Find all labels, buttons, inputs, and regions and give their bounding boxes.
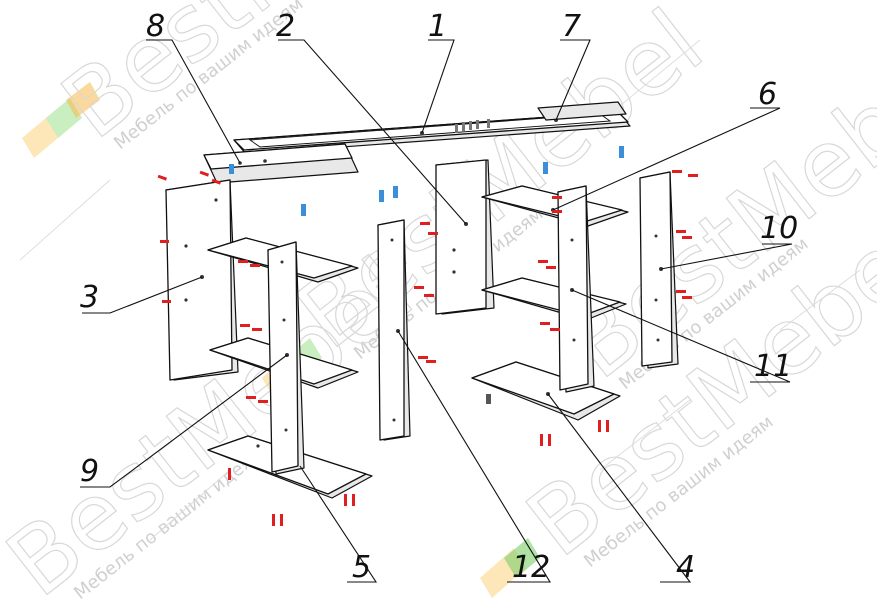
callout-2: 2: [276, 9, 295, 44]
callout-7: 7: [562, 9, 581, 44]
callout-6: 6: [758, 77, 777, 112]
fasteners-red: [157, 170, 698, 526]
callout-10: 10: [760, 211, 798, 246]
callout-5: 5: [352, 550, 371, 585]
part-9-left-front-upright: [267, 241, 305, 475]
fasteners-blue: [229, 146, 624, 216]
callout-1: 1: [428, 9, 447, 44]
part-8-front-rail: [203, 143, 359, 184]
leader-lines: [80, 39, 793, 583]
part-7-back-rail: [537, 101, 627, 121]
callout-9: 9: [80, 454, 99, 489]
callout-4: 4: [676, 550, 695, 585]
callout-12: 12: [512, 550, 550, 585]
desktop-dowels: [455, 119, 490, 133]
watermark-rule-lines: [19, 39, 861, 541]
fasteners-dark: [486, 394, 491, 404]
watermark-logo-bottom: [480, 538, 540, 598]
part-6-right-front-upright: [551, 185, 595, 393]
callout-3: 3: [80, 280, 99, 315]
part-3-left-side: [165, 179, 239, 381]
part-12-center-upright: [377, 219, 411, 441]
part-10-right-side: [639, 171, 679, 369]
callout-11: 11: [754, 349, 792, 384]
watermark-logo-topleft: [22, 82, 100, 158]
part-2-back-panel: [435, 159, 495, 315]
callout-8: 8: [146, 9, 165, 44]
part-4-right-bottom: [471, 361, 621, 421]
part-1-desktop: [233, 111, 631, 155]
